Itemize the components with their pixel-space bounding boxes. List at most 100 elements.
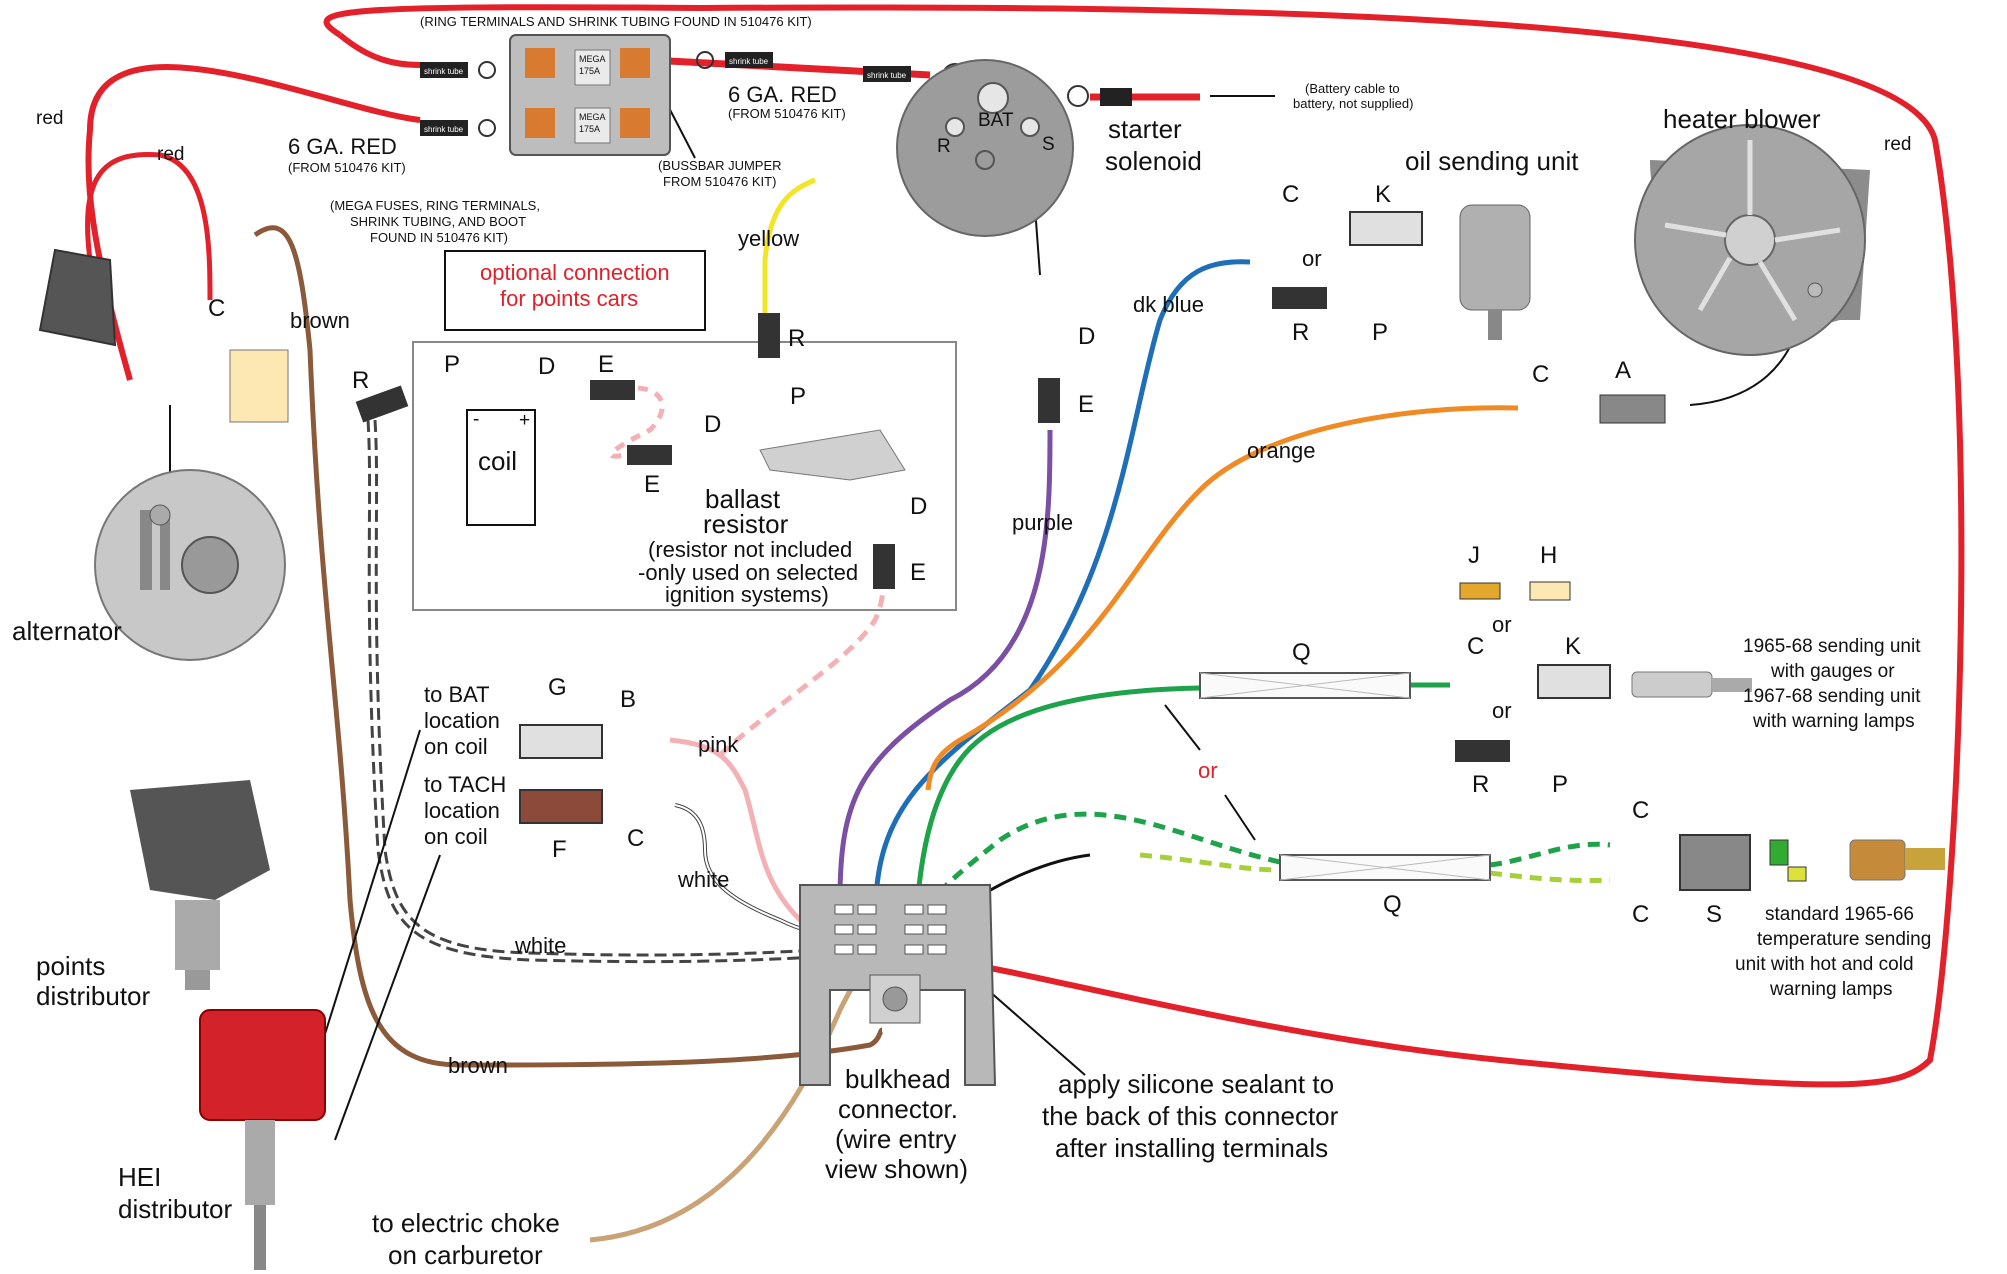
- alternator-label: alternator: [12, 616, 122, 646]
- electric-choke-label-2: on carburetor: [388, 1240, 543, 1270]
- letter-e-ballast2: E: [910, 559, 926, 586]
- alt-plug: [38, 248, 117, 347]
- six-ga-right-label: 6 GA. RED: [728, 82, 837, 107]
- wire-label-dk-blue: dk blue: [1133, 292, 1204, 317]
- mesh-sleeve-top: [1199, 672, 1411, 699]
- wire-label-red-left: red: [36, 108, 63, 129]
- brown-wire: [253, 225, 884, 1068]
- starter-solenoid-label-1: starter: [1108, 114, 1182, 144]
- shrink-tube-label: shrink tube: [424, 125, 464, 134]
- letter-r-temp: R: [1472, 771, 1489, 798]
- letter-g-bat: G: [548, 674, 567, 701]
- red-wire-main-loop: [323, 4, 1965, 1088]
- starter-solenoid-label-2: solenoid: [1105, 146, 1202, 176]
- letter-r-oil: R: [1292, 319, 1309, 346]
- coil-label: coil: [478, 446, 517, 476]
- kit-note-ring-terminals: (RING TERMINALS AND SHRINK TUBING FOUND …: [420, 14, 812, 29]
- kit-note-bussbar-2: FROM 510476 KIT): [663, 174, 776, 189]
- kit-note-bussbar-1: (BUSSBAR JUMPER: [658, 158, 782, 173]
- wire-label-yellow: yellow: [738, 226, 799, 251]
- white-dashed-wire-2: [366, 419, 846, 964]
- coil-minus: -: [473, 409, 479, 430]
- shrink-tube-label: shrink tube: [867, 71, 907, 80]
- green-wire: [913, 685, 1201, 921]
- bulkhead-connector: [799, 884, 997, 1086]
- green-dashed-wire-right: [1489, 841, 1611, 868]
- solenoid-r-label: R: [937, 136, 951, 157]
- letter-p-yellow: P: [790, 383, 806, 410]
- wire-label-white-mid: white: [677, 867, 729, 892]
- letter-s: S: [1706, 901, 1722, 928]
- tan-choke-wire: [589, 955, 877, 1243]
- optional-connection-label-1: optional connection: [480, 260, 670, 285]
- ballast-label-3: (resistor not included: [648, 537, 852, 562]
- light-green-dashed-wire: [1139, 852, 1281, 873]
- wire-label-purple: purple: [1012, 510, 1073, 535]
- heater-blower: [1634, 124, 1870, 356]
- points-distributor-label-2: distributor: [36, 981, 150, 1011]
- sending-6566-label-1: standard 1965-66: [1765, 904, 1914, 925]
- wire-label-red-alt: red: [157, 144, 184, 165]
- to-tach-label-3: on coil: [424, 824, 488, 849]
- letter-c-tach: C: [627, 825, 644, 852]
- letter-e-purple: E: [1078, 391, 1094, 418]
- letter-f-tach: F: [552, 836, 567, 863]
- letter-h-temp: H: [1540, 542, 1557, 569]
- dk-blue-wire: [873, 259, 1251, 901]
- shrink-tube-2: shrink tube: [420, 120, 468, 136]
- kit-note-mega-fuses-1: (MEGA FUSES, RING TERMINALS,: [330, 198, 540, 213]
- temp-sending-unit-6568: [1631, 671, 1752, 698]
- red-wire-alt: [85, 64, 421, 381]
- light-green-dashed-wire-right: [1489, 870, 1611, 884]
- shrink-tube-3: shrink tube: [725, 52, 773, 68]
- sealant-note-1: apply silicone sealant to: [1058, 1069, 1334, 1099]
- letter-q-top: Q: [1292, 639, 1311, 666]
- connector-j-temp: [1459, 582, 1501, 600]
- wire-label-orange: orange: [1247, 438, 1316, 463]
- connector-f-tach: [519, 789, 603, 824]
- pink-dashed-wire: [718, 544, 886, 757]
- letter-c-heat: C: [1532, 361, 1549, 388]
- sending-6568-label-3: 1967-68 sending unit: [1743, 686, 1921, 707]
- sealant-note-2: the back of this connector: [1042, 1101, 1339, 1131]
- battery-cable-note-2: battery, not supplied): [1293, 96, 1413, 111]
- connector-s-temp: [1679, 834, 1751, 891]
- shrink-tube-4: shrink tube: [863, 66, 911, 82]
- letter-c-temp: C: [1467, 633, 1484, 660]
- letter-e-ballast: E: [644, 471, 660, 498]
- mesh-sleeve-bottom: [1279, 854, 1491, 881]
- connector-k-temp: [1537, 664, 1611, 699]
- shrink-tube-battery: [1100, 88, 1132, 106]
- mega-rating-2: 175A: [579, 124, 600, 134]
- bulkhead-label-3: (wire entry: [835, 1124, 956, 1154]
- hei-distributor: [199, 1009, 326, 1270]
- wire-label-white-low: white: [514, 933, 566, 958]
- bulkhead-label-1: bulkhead: [845, 1064, 951, 1094]
- connector-g-bat: [519, 724, 603, 759]
- to-bat-label-3: on coil: [424, 734, 488, 759]
- shrink-tube-label: shrink tube: [424, 67, 464, 76]
- coil-plus: +: [519, 410, 530, 431]
- or-label-temp-a: or: [1492, 612, 1512, 637]
- or-label-temp-b: or: [1492, 698, 1512, 723]
- letter-e-coil: E: [598, 351, 614, 378]
- points-distributor: [130, 780, 270, 990]
- connector-h-temp: [1529, 581, 1571, 601]
- letter-q-bottom: Q: [1383, 891, 1402, 918]
- to-tach-label-2: location: [424, 798, 500, 823]
- orange-wire: [925, 405, 1519, 791]
- shrink-tube-1: shrink tube: [420, 62, 468, 78]
- connector-k-oil: [1349, 211, 1423, 246]
- points-distributor-label-1: points: [36, 951, 105, 981]
- letter-d-purple: D: [1078, 323, 1095, 350]
- kit-note-mega-fuses-3: FOUND IN 510476 KIT): [370, 230, 508, 245]
- red-wire-main-loop-end: [338, 32, 421, 68]
- ballast-resistor: [759, 429, 906, 481]
- letter-k-oil: K: [1375, 181, 1391, 208]
- pink-dashed-coil: [608, 385, 665, 459]
- sending-6568-label-2: with gauges or: [1770, 661, 1895, 682]
- bulkhead-label-4: view shown): [825, 1154, 968, 1184]
- letter-j-temp: J: [1468, 542, 1480, 569]
- hei-distributor-label-2: distributor: [118, 1194, 232, 1224]
